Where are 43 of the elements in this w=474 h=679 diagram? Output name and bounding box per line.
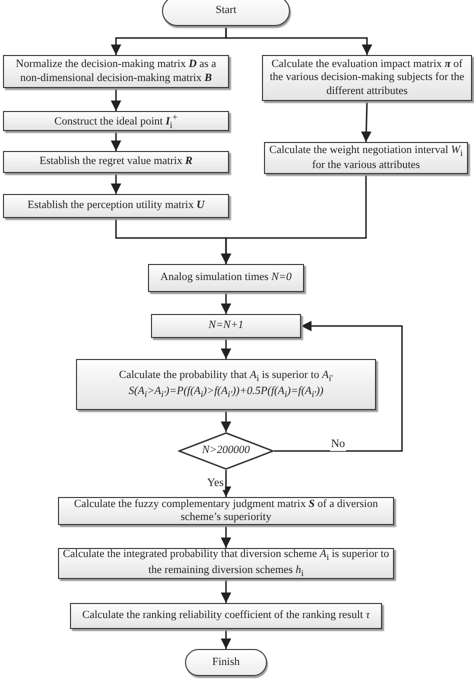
process-box: [76, 359, 376, 410]
terminal-box: [185, 649, 267, 676]
arrow: [110, 173, 122, 194]
arrow: [225, 26, 372, 55]
decision-diamond: [178, 432, 274, 470]
arrow: [220, 525, 232, 548]
arrow: [220, 579, 232, 603]
arrow: [220, 338, 232, 359]
step-text: S(A$_{i}$>A$_{i'}$)=P(f(A$_{i}$)>f(A$_{i'}$))+0.5P(f(A$_{i}$)=f(A$_{i'}$)): [128, 384, 324, 400]
step-text: Calculate the evaluation impact matrix π of the various decision-making subjects for the different attributes: [268, 58, 466, 98]
edge-label: Yes: [206, 477, 225, 490]
step-text: Analog simulation times N=0: [159, 271, 293, 285]
step-text: Calculate the fuzzy complementary judgment matrix S of a diversion scheme’s superiority: [73, 498, 379, 524]
step-text: Finish: [211, 656, 241, 670]
arrow: [274, 320, 403, 452]
process-box: [3, 111, 229, 131]
arrow: [110, 131, 122, 151]
arrow: [361, 100, 372, 142]
step-text: N=N+1: [207, 319, 245, 333]
arrow: [220, 410, 232, 432]
step-text: Calculate the probability that A$_{i}$ is superior to A$_{i'}$: [118, 369, 334, 384]
step-text: Establish the regret value matrix R: [38, 155, 194, 169]
step-text: Calculate the ranking reliability coefficient of the ranking result τ: [81, 609, 372, 623]
arrow: [110, 88, 122, 111]
terminal-box: [162, 0, 290, 26]
edge-label: No: [330, 438, 346, 451]
step-text: N>200000: [201, 444, 251, 458]
process-box: [70, 603, 382, 629]
arrow: [220, 292, 232, 314]
step-text: Establish the perception utility matrix U: [26, 199, 206, 213]
process-box: [151, 314, 301, 338]
step-text: Start: [214, 4, 238, 18]
process-box: [3, 151, 229, 173]
arrow: [220, 470, 232, 497]
arrow: [220, 629, 232, 649]
arrow: [220, 174, 367, 264]
step-text: Calculate the weight negotiation interval W$_{i}$ for the various attributes: [268, 144, 464, 172]
process-box: [148, 264, 304, 292]
process-box: [3, 55, 229, 88]
step-text: Normalize the decision-making matrix D as a non-dimensional decision-making matrix B: [14, 58, 218, 85]
process-box: [262, 55, 472, 101]
process-box: [3, 194, 229, 218]
step-text: Calculate the integrated probability that diversion scheme A$_{i}$ is superior to the remaining diversion schemes h$_{i}$: [62, 548, 390, 579]
